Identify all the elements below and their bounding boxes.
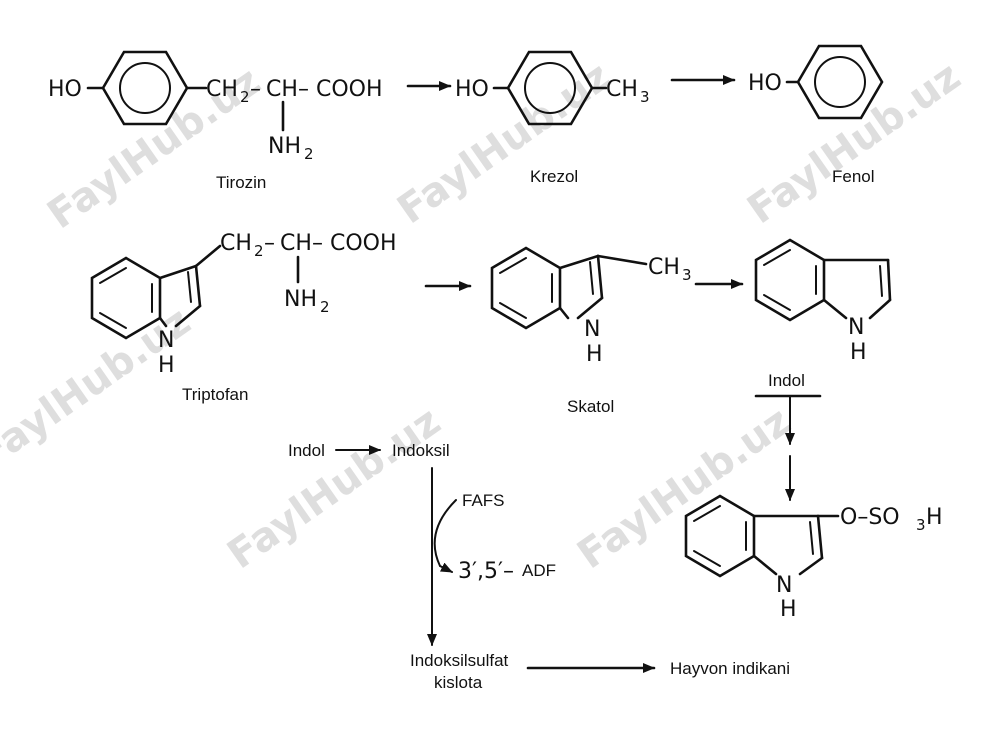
- svg-text:3: 3: [682, 266, 692, 284]
- pathway-kislota: kislota: [434, 673, 483, 692]
- svg-text:3: 3: [916, 516, 926, 534]
- indikan-h-end: H: [926, 505, 943, 530]
- pathway-adf: ADF: [522, 561, 556, 580]
- svg-text:–: –: [264, 231, 275, 256]
- tirozin-ch2: CH: [206, 77, 238, 102]
- krezol-structure: HO CH 3: [455, 50, 650, 126]
- indikan-n: N: [776, 573, 792, 598]
- triptofan-structure: N H CH 2 – CH – COOH NH 2: [90, 231, 397, 378]
- pathway-hayvon-indikani: Hayvon indikani: [670, 659, 790, 678]
- fenol-label: Fenol: [832, 167, 875, 186]
- pathway-indol: Indol: [288, 441, 325, 460]
- skatol-structure: N H CH 3: [490, 246, 692, 367]
- triptofan-label: Triptofan: [182, 385, 248, 404]
- svg-text:3: 3: [640, 88, 650, 106]
- tirozin-nh2: NH: [268, 134, 301, 159]
- indol-label: Indol: [768, 371, 805, 390]
- svg-text:2: 2: [240, 88, 250, 106]
- fenol-ho: HO: [748, 71, 782, 96]
- triptofan-cooh: COOH: [330, 231, 397, 256]
- svg-text:–: –: [298, 77, 309, 102]
- krezol-label: Krezol: [530, 167, 578, 186]
- tirozin-structure: HO CH 2 – CH – COOH NH 2: [48, 50, 383, 163]
- indol-n: N: [848, 315, 864, 340]
- indikan-structure: N H O–SO 3 H: [684, 494, 943, 622]
- watermark-6: FaylHub.uz: [569, 398, 799, 578]
- skatol-n: N: [584, 317, 600, 342]
- indikan-oso3: O–SO: [840, 505, 900, 530]
- fafs-curve: [433, 499, 457, 567]
- adf-arrowhead: [439, 562, 453, 573]
- triptofan-ch: CH: [280, 231, 312, 256]
- indol-h: H: [850, 340, 867, 365]
- tirozin-label: Tirozin: [216, 173, 266, 192]
- skatol-h: H: [586, 342, 603, 367]
- pathway-indoksilsulfat: Indoksilsulfat: [410, 651, 509, 670]
- watermark-2: FaylHub.uz: [389, 53, 619, 233]
- triptofan-nh2: NH: [284, 287, 317, 312]
- triptofan-ch2: CH: [220, 231, 252, 256]
- svg-text:–: –: [312, 231, 323, 256]
- pathway-adf-prefix: 3′,5′–: [458, 559, 514, 584]
- krezol-ho: HO: [455, 77, 489, 102]
- watermark-5: FaylHub.uz: [219, 398, 449, 578]
- tirozin-cooh: COOH: [316, 77, 383, 102]
- pathway-indoksil: Indoksil: [392, 441, 450, 460]
- watermark-4: FaylHub.uz: [0, 298, 199, 478]
- triptofan-n: N: [158, 328, 174, 353]
- triptofan-h: H: [158, 353, 175, 378]
- fenol-structure: HO: [748, 44, 884, 120]
- skatol-label: Skatol: [567, 397, 614, 416]
- skatol-ch3: CH: [648, 255, 680, 280]
- svg-text:2: 2: [254, 242, 264, 260]
- tirozin-ch: CH: [266, 77, 298, 102]
- pathway-fafs: FAFS: [462, 491, 505, 510]
- svg-text:2: 2: [320, 298, 330, 316]
- tirozin-ho: HO: [48, 77, 82, 102]
- indol-structure: N H: [754, 238, 892, 365]
- svg-text:–: –: [250, 77, 261, 102]
- svg-text:2: 2: [304, 145, 314, 163]
- indikan-h: H: [780, 597, 797, 622]
- krezol-ch3: CH: [606, 77, 638, 102]
